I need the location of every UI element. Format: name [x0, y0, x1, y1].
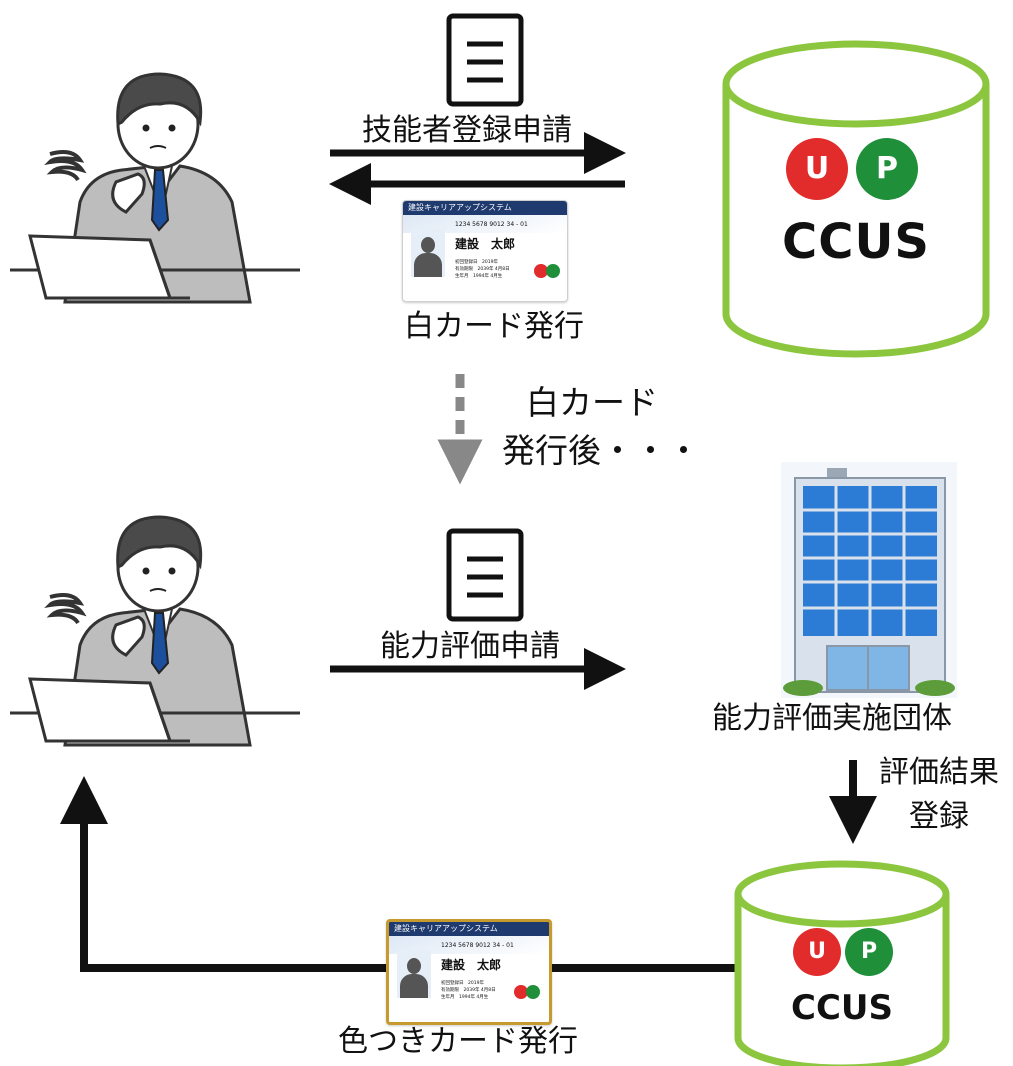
- card-info-line: 初回登録日 2019年: [455, 260, 498, 265]
- ccus-logo: U P CCUS: [764, 138, 948, 270]
- card-info-line: 生年月 1994年 4月生: [441, 995, 489, 1000]
- worker-illustration-top: [10, 72, 300, 304]
- card-info-line: 初回登録日 2019年: [441, 981, 484, 986]
- card-info-line: 有効期限 2039年 4月8日: [455, 267, 510, 272]
- office-building-illustration: [781, 462, 957, 698]
- ccus-database-bottom: U P CCUS: [733, 858, 951, 1066]
- document-icon: [446, 13, 524, 107]
- ccus-logo: U P CCUS: [777, 928, 907, 1038]
- ccus-logo-text: CCUS: [782, 214, 930, 270]
- worker-illustration-bottom: [10, 515, 300, 747]
- card-number: 1234 5678 9012 34 - 01: [441, 942, 514, 949]
- card-holder-name: 建設 太郎: [441, 958, 502, 972]
- ccus-database-top: U P CCUS: [720, 38, 992, 360]
- card-holder-name: 建設 太郎: [455, 237, 516, 251]
- ccus-mark-u: U: [793, 928, 841, 976]
- card-header: 建設キャリアアップシステム: [389, 922, 549, 936]
- ccus-mark-p: P: [845, 928, 893, 976]
- card-ccus-mark: [534, 264, 560, 278]
- color-card: 建設キャリアアップシステム 1234 5678 9012 34 - 01 建設 …: [386, 919, 552, 1025]
- card-header: 建設キャリアアップシステム: [403, 201, 567, 215]
- white-card: 建設キャリアアップシステム 1234 5678 9012 34 - 01 建設 …: [402, 200, 568, 302]
- result-register-label-line2: 登録: [909, 799, 969, 834]
- after-issue-label-line2: 発行後・・・: [502, 431, 700, 470]
- evaluation-org-label: 能力評価実施団体: [712, 701, 952, 736]
- ccus-mark-p: P: [856, 138, 918, 200]
- card-info-line: 有効期限 2039年 4月8日: [441, 988, 496, 993]
- register-application-label: 技能者登録申請: [362, 113, 572, 148]
- white-card-issue-label: 白カード発行: [404, 309, 584, 344]
- card-number: 1234 5678 9012 34 - 01: [455, 221, 528, 228]
- evaluation-application-label: 能力評価申請: [380, 629, 560, 664]
- ccus-mark-u: U: [786, 138, 848, 200]
- card-info-line: 生年月 1994年 4月生: [455, 274, 503, 279]
- color-card-issue-label: 色つきカード発行: [338, 1024, 578, 1059]
- ccus-logo-text: CCUS: [791, 988, 893, 1028]
- database-cylinder: [734, 860, 950, 1066]
- document-icon: [446, 528, 524, 622]
- card-photo: [411, 229, 445, 277]
- after-issue-label-line1: 白カード: [526, 383, 658, 422]
- result-register-label-line1: 評価結果: [879, 755, 999, 790]
- card-photo: [397, 950, 431, 998]
- card-ccus-mark: [514, 985, 540, 999]
